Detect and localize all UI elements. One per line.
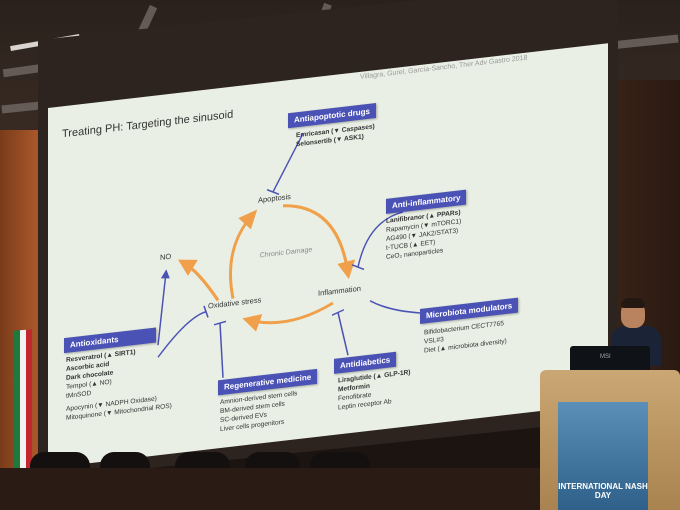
inhibit-antioxidants: [157, 305, 209, 358]
podium-banner: INTERNATIONAL NASH DAY: [558, 402, 648, 510]
antioxidants-list: Resveratrol (▲ SIRT1) Ascorbic acid Dark…: [66, 344, 172, 423]
inhibit-regenerative: [213, 320, 227, 378]
inhibit-antiapoptotic: [266, 133, 304, 195]
presentation-slide: Villagra, Gurel, García-Sancho, Ther Adv…: [48, 43, 608, 469]
arrow-oxidative-to-no: [178, 259, 220, 302]
node-no: NO: [160, 251, 172, 263]
mexico-flag: [14, 329, 32, 481]
diagram-arrows: [157, 133, 421, 378]
laptop: MSI: [570, 346, 650, 374]
podium: INTERNATIONAL NASH DAY: [540, 370, 680, 510]
inhibit-microbiota: [369, 300, 421, 314]
speaker-hair: [621, 298, 645, 308]
inhibit-anti-inflammatory: [351, 211, 404, 271]
podium-label: INTERNATIONAL NASH DAY: [558, 482, 648, 500]
inhibit-antidiabetics: [331, 309, 349, 356]
anti-inflammatory-list: Lanifibranor (▲ PPARs) Rapamycin (▼ mTOR…: [386, 208, 461, 262]
laptop-brand: MSI: [600, 354, 611, 360]
arrow-apoptosis-to-inflammation: [282, 204, 356, 280]
arrow-oxidative-to-apoptosis: [229, 209, 258, 300]
arrow-inflammation-to-oxidative: [242, 301, 334, 332]
arrow-antioxidants-to-no: [157, 269, 170, 346]
